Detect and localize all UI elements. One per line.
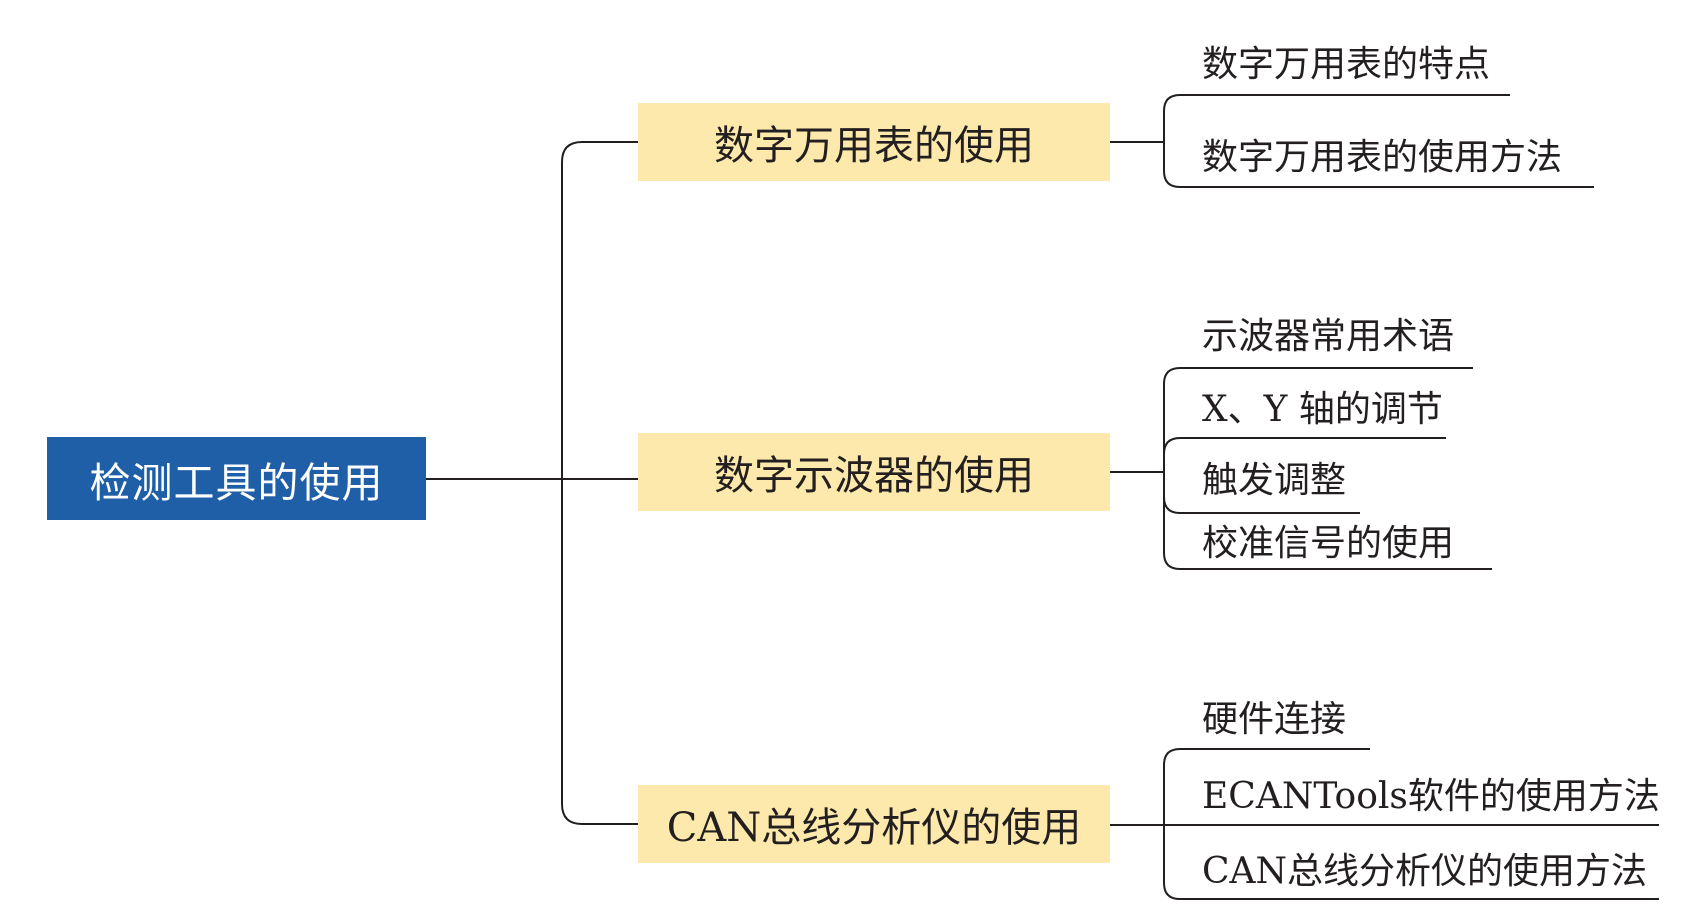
- leaf-node[interactable]: 示波器常用术语: [1202, 316, 1455, 357]
- root-node[interactable]: 检测工具的使用: [47, 437, 426, 520]
- leaf-node[interactable]: 数字万用表的使用方法: [1202, 137, 1563, 178]
- leaf-node[interactable]: ECANTools软件的使用方法: [1202, 776, 1660, 817]
- leaf-label: X、Y 轴的调节: [1202, 389, 1443, 430]
- branch-label: 数字示波器的使用: [714, 453, 1034, 499]
- branch-node-can-analyzer[interactable]: CAN总线分析仪的使用: [638, 785, 1110, 863]
- branch-node-multimeter[interactable]: 数字万用表的使用: [638, 103, 1110, 181]
- root-label: 检测工具的使用: [89, 458, 384, 507]
- branch-node-oscilloscope[interactable]: 数字示波器的使用: [638, 433, 1110, 511]
- branch-label: CAN总线分析仪的使用: [666, 805, 1082, 851]
- leaf-node[interactable]: 触发调整: [1202, 460, 1347, 501]
- leaf-node[interactable]: 数字万用表的特点: [1202, 44, 1491, 85]
- leaf-underline-2-2: [1163, 437, 1446, 514]
- leaf-node-xy-axis[interactable]: X、Y 轴的调节: [1202, 390, 1443, 430]
- leaf-node[interactable]: 硬件连接: [1202, 699, 1347, 740]
- branch-label: 数字万用表的使用: [714, 123, 1034, 169]
- leaf-node[interactable]: CAN总线分析仪的使用方法: [1202, 851, 1648, 892]
- leaf-bracket-1: [1163, 94, 1594, 188]
- trunk-bracket: [561, 141, 638, 825]
- leaf-node[interactable]: 校准信号的使用: [1202, 523, 1455, 564]
